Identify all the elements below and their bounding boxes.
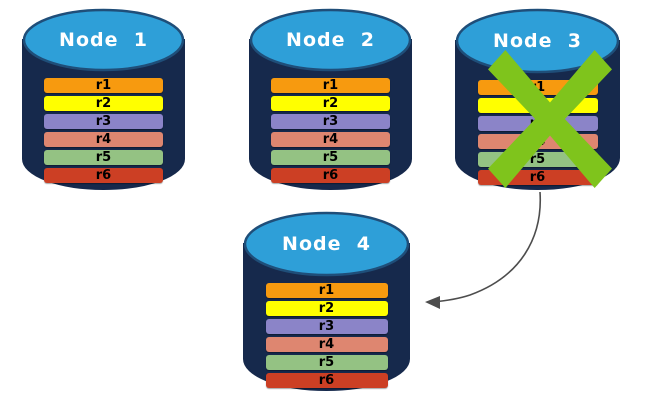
row-bar-r1[interactable]: r1 <box>477 80 598 95</box>
row-bar-r3[interactable]: r3 <box>271 114 390 129</box>
row-label-r1: r1 <box>95 78 112 93</box>
row-bar-r6[interactable]: r6 <box>265 373 388 388</box>
row-label-r5: r5 <box>95 150 112 165</box>
row-label-r6: r6 <box>322 168 339 183</box>
row-bar-r4[interactable]: r4 <box>271 132 390 147</box>
row-label-r4: r4 <box>529 134 546 149</box>
cylinder-top <box>243 211 410 277</box>
cylinder-body <box>243 243 410 391</box>
row-bar-r6[interactable]: r6 <box>44 168 163 183</box>
row-label-r4: r4 <box>322 132 339 147</box>
row-bar-r1[interactable]: r1 <box>271 78 390 93</box>
row-label-r2: r2 <box>322 96 339 111</box>
row-bar-r4[interactable]: r4 <box>44 132 163 147</box>
row-label-r2: r2 <box>318 301 335 316</box>
row-bar-r6[interactable]: r6 <box>477 170 598 185</box>
row-bar-r4[interactable]: r4 <box>477 134 598 149</box>
row-label-r6: r6 <box>529 170 546 185</box>
row-label-r4: r4 <box>95 132 112 147</box>
row-bar-r1[interactable]: r1 <box>265 283 388 298</box>
cylinder-shape <box>243 211 410 391</box>
row-label-r4: r4 <box>318 337 335 352</box>
node-4-rows: r1 r2 r3 r4 r5 r6 <box>243 283 410 388</box>
row-bar-r2[interactable]: r2 <box>44 96 163 111</box>
row-bar-r3[interactable]: r3 <box>44 114 163 129</box>
row-bar-r2[interactable]: r2 <box>477 98 598 113</box>
cylinder-top <box>22 8 185 72</box>
row-label-r5: r5 <box>322 150 339 165</box>
row-label-r3: r3 <box>95 114 112 129</box>
row-label-r2: r2 <box>95 96 112 111</box>
row-bar-r3[interactable]: r3 <box>265 319 388 334</box>
row-label-r6: r6 <box>95 168 112 183</box>
node-1-rows: r1 r2 r3 r4 r5 r6 <box>22 78 185 183</box>
row-bar-r5[interactable]: r5 <box>44 150 163 165</box>
row-label-r1: r1 <box>322 78 339 93</box>
row-bar-r3[interactable]: r3 <box>477 116 598 131</box>
row-label-r3: r3 <box>318 319 335 334</box>
row-bar-r5[interactable]: r5 <box>271 150 390 165</box>
row-label-r3: r3 <box>529 116 546 131</box>
row-bar-r5[interactable]: r5 <box>477 152 598 167</box>
row-bar-r5[interactable]: r5 <box>265 355 388 370</box>
row-label-r5: r5 <box>529 152 546 167</box>
node-2-rows: r1 r2 r3 r4 r5 r6 <box>249 78 412 183</box>
row-bar-r6[interactable]: r6 <box>271 168 390 183</box>
cylinder-top <box>249 8 412 72</box>
row-bar-r1[interactable]: r1 <box>44 78 163 93</box>
cylinder-top <box>455 8 620 74</box>
row-label-r2: r2 <box>529 98 546 113</box>
row-label-r1: r1 <box>529 80 546 95</box>
row-label-r1: r1 <box>318 283 335 298</box>
row-label-r5: r5 <box>318 355 335 370</box>
row-label-r6: r6 <box>318 373 335 388</box>
row-bar-r4[interactable]: r4 <box>265 337 388 352</box>
row-bar-r2[interactable]: r2 <box>265 301 388 316</box>
row-label-r3: r3 <box>322 114 339 129</box>
row-bar-r2[interactable]: r2 <box>271 96 390 111</box>
node-3-rows: r1 r2 r3 r4 r5 r6 <box>455 80 620 185</box>
